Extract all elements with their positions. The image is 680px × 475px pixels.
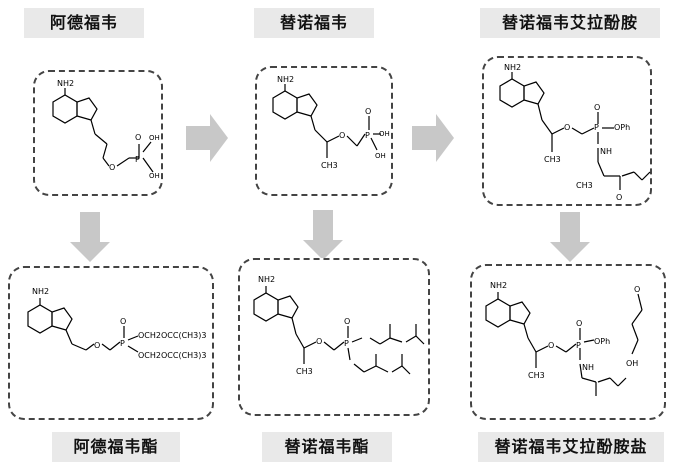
atom-p: P [135, 155, 140, 164]
structure-taf: NH2 O P O OPh NH CH3 CH3 O [482, 56, 652, 206]
label-adefovir: 阿德福韦 [24, 8, 144, 38]
atom-o: O [94, 341, 100, 350]
structure-adefovir-dipivoxil: NH2 O P O OCH2OCC(CH3)3 OCH2OCC(CH3)3 [8, 266, 214, 420]
atom-o3: O [634, 285, 640, 294]
atom-nh2: NH2 [32, 287, 49, 296]
arrow-down-2 [303, 210, 343, 260]
structure-tenofovir: NH2 O P O OH OH CH3 [255, 66, 393, 196]
atom-oph: OPh [614, 123, 630, 132]
atom-o: O [109, 163, 115, 172]
atom-o2: O [135, 133, 141, 142]
label-tdf: 替诺福韦酯 [262, 432, 392, 462]
arrow-down-3 [550, 212, 590, 262]
atom-nh2: NH2 [490, 281, 507, 290]
atom-nh2: NH2 [258, 275, 275, 284]
atom-nh: NH [582, 363, 594, 372]
atom-ch3: CH3 [321, 161, 338, 170]
atom-nh: NH [600, 147, 612, 156]
atom-o2: O [594, 103, 600, 112]
arrow-right-1 [186, 114, 228, 162]
label-taf: 替诺福韦艾拉酚胺 [480, 8, 660, 38]
atom-o: O [316, 337, 322, 346]
atom-oh: OH [626, 359, 638, 368]
atom-oph: OPh [594, 337, 610, 346]
atom-p: P [576, 341, 581, 350]
atom-o2: O [120, 317, 126, 326]
atom-ch3c: CH3 [576, 181, 593, 190]
atom-oh2: OH [375, 152, 386, 160]
atom-o: O [548, 341, 554, 350]
atom-oh2: OH [149, 172, 160, 180]
structure-tdf: NH2 O P O CH3 [238, 258, 430, 416]
label-taf-fumarate: 替诺福韦艾拉酚胺盐 [478, 432, 664, 462]
atom-ester1: OCH2OCC(CH3)3 [138, 331, 206, 340]
structure-adefovir: NH2 O P O OH OH [33, 70, 163, 196]
atom-o3: O [616, 193, 622, 202]
atom-p: P [594, 123, 599, 132]
atom-ch3: CH3 [528, 371, 545, 380]
atom-o2: O [365, 107, 371, 116]
structure-taf-fumarate: NH2 O P O OPh NH CH3 O OH [470, 264, 666, 420]
atom-o2: O [576, 319, 582, 328]
label-adefovir-dipivoxil: 阿德福韦酯 [52, 432, 180, 462]
arrow-down-1 [70, 212, 110, 262]
atom-ch3: CH3 [544, 155, 561, 164]
atom-o: O [564, 123, 570, 132]
atom-p: P [120, 339, 125, 348]
atom-nh2: NH2 [504, 63, 521, 72]
atom-oh: OH [149, 134, 160, 142]
atom-p: P [344, 339, 349, 348]
atom-nh2: NH2 [277, 75, 294, 84]
atom-o2: O [344, 317, 350, 326]
atom-ch3: CH3 [296, 367, 313, 376]
atom-p: P [365, 131, 370, 140]
atom-oh: OH [379, 130, 390, 138]
atom-nh2: NH2 [57, 79, 74, 88]
atom-ester2: OCH2OCC(CH3)3 [138, 351, 206, 360]
arrow-right-2 [412, 114, 454, 162]
label-tenofovir: 替诺福韦 [254, 8, 374, 38]
atom-o: O [339, 131, 345, 140]
